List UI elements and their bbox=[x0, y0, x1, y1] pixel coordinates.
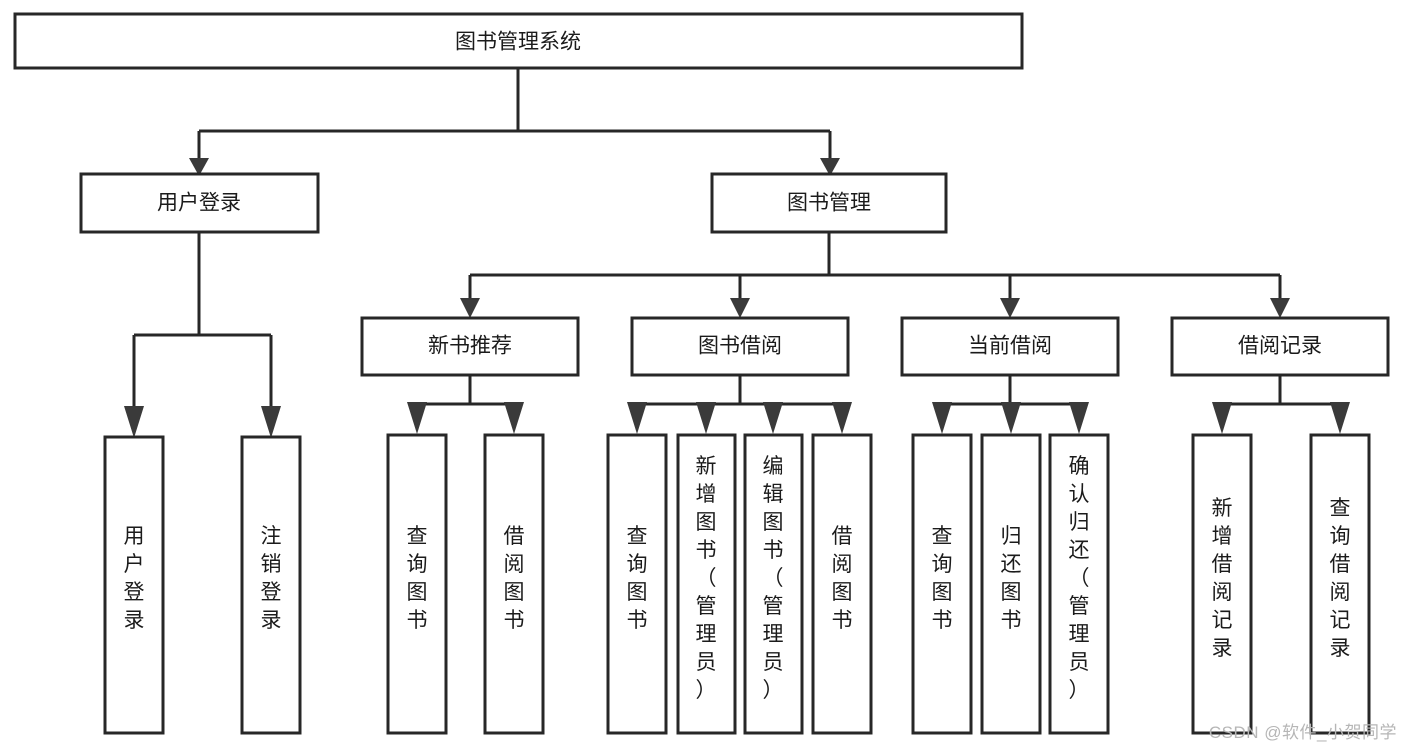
leaf-query-book-3-box[interactable] bbox=[911, 433, 973, 735]
leaf-query-borrow-record-box[interactable] bbox=[1309, 433, 1371, 735]
node-user-login[interactable]: 用户登录 bbox=[79, 172, 320, 234]
arrow-to-leaf-add-book-admin bbox=[696, 402, 716, 434]
arrow-to-leaf-user-login bbox=[124, 406, 144, 438]
leaf-query-book-3-label: 查询图书 bbox=[932, 525, 953, 632]
book-borrow-label: 图书借阅 bbox=[698, 335, 782, 358]
user-login-box[interactable] bbox=[79, 172, 320, 234]
arrow-to-book-borrow bbox=[730, 298, 750, 318]
connector-newbook-to-leaves bbox=[415, 375, 516, 420]
arrowhead-layer bbox=[124, 158, 1350, 438]
connector-userlogin-to-leaves bbox=[132, 232, 273, 408]
leaf-borrow-book-1-label: 借阅图书 bbox=[504, 525, 525, 632]
arrow-to-leaf-query-book-2 bbox=[627, 402, 647, 434]
book-borrow-box[interactable] bbox=[630, 316, 850, 377]
arrow-to-user-login bbox=[189, 158, 209, 176]
leaf-query-book-2-box[interactable] bbox=[606, 433, 668, 735]
node-current-borrow[interactable]: 当前借阅 bbox=[900, 316, 1120, 377]
node-leaf-edit-book-admin[interactable]: 编辑图书（管理员） bbox=[743, 433, 804, 735]
arrow-to-leaf-query-book-3 bbox=[932, 402, 952, 434]
borrow-record-box[interactable] bbox=[1170, 316, 1390, 377]
leaf-logout-login-label: 注销登录 bbox=[261, 525, 282, 632]
leaf-return-book-label: 归还图书 bbox=[1001, 525, 1022, 632]
leaf-user-login-label: 用户登录 bbox=[124, 525, 145, 632]
leaf-confirm-return-admin-box[interactable] bbox=[1048, 433, 1110, 735]
node-leaf-query-book-2[interactable]: 查询图书 bbox=[606, 433, 668, 735]
leaf-add-book-admin-box[interactable] bbox=[676, 433, 737, 735]
arrow-to-leaf-borrow-book-2 bbox=[832, 402, 852, 434]
node-book-borrow[interactable]: 图书借阅 bbox=[630, 316, 850, 377]
node-leaf-user-login[interactable]: 用户登录 bbox=[103, 435, 165, 735]
connector-layer bbox=[132, 68, 1342, 420]
arrow-to-new-book-recommend bbox=[460, 298, 480, 318]
node-leaf-query-book-3[interactable]: 查询图书 bbox=[911, 433, 973, 735]
leaf-node-layer: 用户登录 注销登录 查询图书 借阅图书 查询图书 新增图书（管理员） bbox=[103, 433, 1371, 735]
arrow-to-leaf-query-borrow-record bbox=[1330, 402, 1350, 434]
current-borrow-label: 当前借阅 bbox=[968, 335, 1052, 358]
connector-root-to-level1 bbox=[197, 68, 832, 160]
root-box[interactable] bbox=[13, 12, 1024, 70]
arrow-to-current-borrow bbox=[1000, 298, 1020, 318]
borrow-record-label: 借阅记录 bbox=[1238, 335, 1322, 358]
new-book-recommend-box[interactable] bbox=[360, 316, 580, 377]
leaf-add-book-admin-label: 新增图书（管理员） bbox=[696, 455, 717, 702]
leaf-query-book-1-box[interactable] bbox=[386, 433, 448, 735]
node-leaf-query-book-1[interactable]: 查询图书 bbox=[386, 433, 448, 735]
leaf-borrow-book-2-box[interactable] bbox=[811, 433, 873, 735]
connector-bookmanage-to-level2 bbox=[468, 232, 1282, 300]
leaf-query-borrow-record-label: 查询借阅记录 bbox=[1330, 497, 1351, 660]
node-leaf-query-borrow-record[interactable]: 查询借阅记录 bbox=[1309, 433, 1371, 735]
arrow-to-book-manage bbox=[820, 158, 840, 176]
current-borrow-box[interactable] bbox=[900, 316, 1120, 377]
book-manage-box[interactable] bbox=[710, 172, 948, 234]
connector-borrowrecord-to-leaves bbox=[1220, 375, 1342, 420]
node-leaf-add-borrow-record[interactable]: 新增借阅记录 bbox=[1191, 433, 1253, 735]
new-book-recommend-label: 新书推荐 bbox=[428, 335, 512, 358]
book-manage-label: 图书管理 bbox=[787, 192, 871, 215]
csdn-watermark: CSDN @软件_小贺同学 bbox=[1208, 723, 1397, 742]
arrow-to-leaf-logout-login bbox=[261, 406, 281, 438]
node-new-book-recommend[interactable]: 新书推荐 bbox=[360, 316, 580, 377]
leaf-query-book-1-label: 查询图书 bbox=[407, 525, 428, 632]
arrow-to-leaf-query-book-1 bbox=[407, 402, 427, 434]
leaf-borrow-book-1-box[interactable] bbox=[483, 433, 545, 735]
leaf-edit-book-admin-box[interactable] bbox=[743, 433, 804, 735]
leaf-add-borrow-record-box[interactable] bbox=[1191, 433, 1253, 735]
arrow-to-leaf-add-borrow-record bbox=[1212, 402, 1232, 434]
user-login-label: 用户登录 bbox=[157, 192, 241, 215]
connector-bookborrow-to-leaves bbox=[635, 375, 844, 420]
leaf-query-book-2-label: 查询图书 bbox=[627, 525, 648, 632]
node-book-manage[interactable]: 图书管理 bbox=[710, 172, 948, 234]
node-leaf-confirm-return-admin[interactable]: 确认归还（管理员） bbox=[1048, 433, 1110, 735]
arrow-to-leaf-edit-book-admin bbox=[763, 402, 783, 434]
arrow-to-leaf-confirm-return-admin bbox=[1069, 402, 1089, 434]
node-leaf-add-book-admin[interactable]: 新增图书（管理员） bbox=[676, 433, 737, 735]
node-leaf-borrow-book-2[interactable]: 借阅图书 bbox=[811, 433, 873, 735]
node-borrow-record[interactable]: 借阅记录 bbox=[1170, 316, 1390, 377]
node-leaf-borrow-book-1[interactable]: 借阅图书 bbox=[483, 433, 545, 735]
root-label: 图书管理系统 bbox=[455, 31, 581, 54]
node-leaf-logout-login[interactable]: 注销登录 bbox=[240, 435, 302, 735]
leaf-user-login-box[interactable] bbox=[103, 435, 165, 735]
leaf-confirm-return-admin-label: 确认归还（管理员） bbox=[1069, 455, 1090, 702]
node-root[interactable]: 图书管理系统 bbox=[13, 12, 1024, 70]
leaf-borrow-book-2-label: 借阅图书 bbox=[832, 525, 853, 632]
node-leaf-return-book[interactable]: 归还图书 bbox=[980, 433, 1042, 735]
leaf-edit-book-admin-label: 编辑图书（管理员） bbox=[763, 455, 784, 702]
arrow-to-borrow-record bbox=[1270, 298, 1290, 318]
arrow-to-leaf-return-book bbox=[1001, 402, 1021, 434]
leaf-logout-login-box[interactable] bbox=[240, 435, 302, 735]
arrow-to-leaf-borrow-book-1 bbox=[504, 402, 524, 434]
leaf-add-borrow-record-label: 新增借阅记录 bbox=[1212, 497, 1233, 660]
leaf-return-book-box[interactable] bbox=[980, 433, 1042, 735]
